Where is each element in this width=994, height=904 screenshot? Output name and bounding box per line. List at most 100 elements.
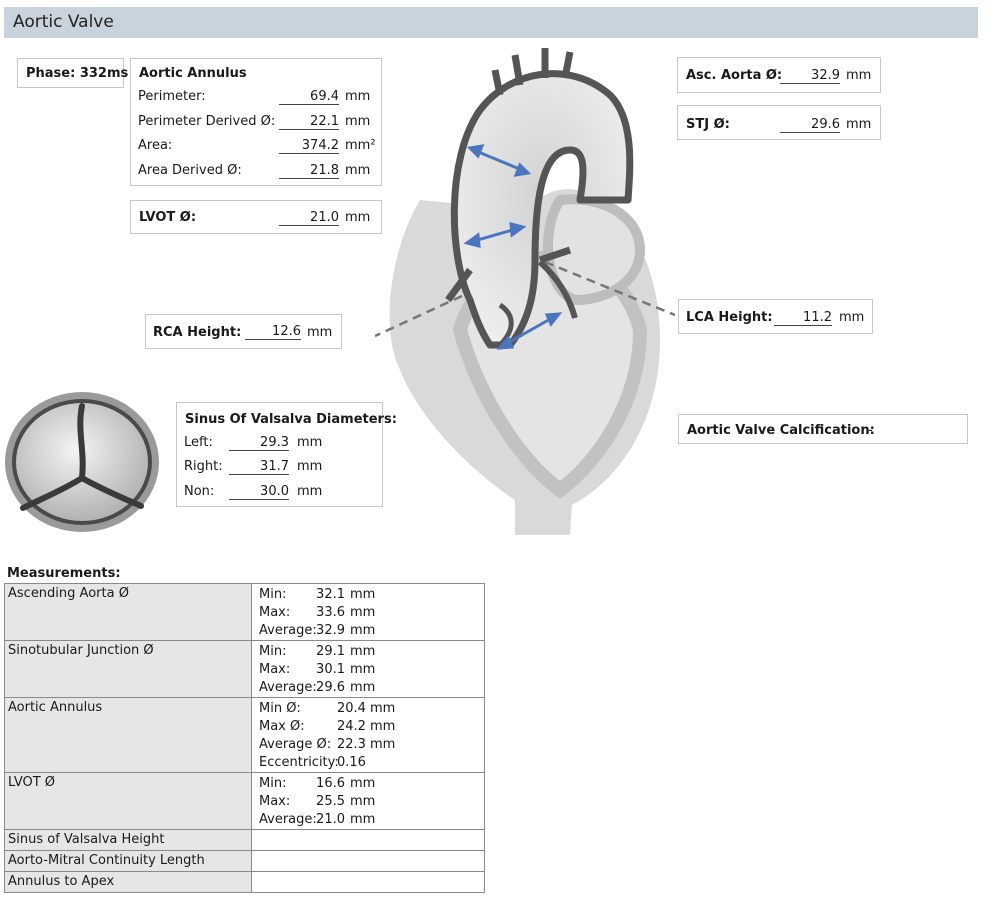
measurement-key: Average: — [259, 812, 317, 827]
measurement-unit: mm — [350, 812, 376, 827]
calcification-label: Aortic Valve Calcification: — [687, 423, 875, 438]
rca-height-label: RCA Height: — [153, 325, 242, 340]
measurement-unit: mm — [350, 623, 376, 638]
page-title: Aortic Valve — [13, 12, 114, 32]
measurement-key: Average Ø: — [259, 737, 332, 752]
area-derived-unit: mm — [345, 163, 371, 178]
lvot-label: LVOT Ø: — [139, 210, 197, 225]
measurement-number: 0.16 — [337, 755, 366, 770]
annulus-title: Aortic Annulus — [139, 66, 247, 81]
perimeter-value: 69.4 — [279, 89, 339, 105]
measurement-value-row: Max: 25.5 mm — [259, 793, 484, 811]
measurement-key: Max Ø: — [259, 719, 305, 734]
sinus-non-value: 30.0 — [229, 484, 289, 500]
page-header: Aortic Valve — [4, 7, 978, 38]
lvot-unit: mm — [345, 210, 371, 225]
measurement-value-row: Average Ø: 22.3 mm — [259, 736, 484, 754]
measurement-number: 29.1 — [316, 644, 345, 659]
sinus-non-label: Non: — [184, 484, 215, 499]
measurement-unit: mm — [350, 680, 376, 695]
measurement-number: 22.3 — [337, 737, 366, 752]
sinus-title: Sinus Of Valsalva Diameters: — [185, 412, 397, 427]
aortic-annulus-box: Aortic Annulus Perimeter: 69.4 mm Perime… — [130, 58, 382, 186]
measurement-unit: mm — [350, 794, 376, 809]
measurement-key: Max: — [259, 605, 291, 620]
perimeter-derived-value: 22.1 — [279, 114, 339, 130]
measurement-value-row: Max: 30.1 mm — [259, 661, 484, 679]
stj-label: STJ Ø: — [686, 117, 730, 132]
measurement-number: 24.2 — [337, 719, 366, 734]
sinus-left-value: 29.3 — [229, 435, 289, 451]
lca-height-label: LCA Height: — [686, 310, 773, 325]
calcification-box: Aortic Valve Calcification: - — [678, 414, 968, 444]
measurement-key: Min Ø: — [259, 701, 301, 716]
measurement-unit: mm — [370, 737, 396, 752]
measurement-number: 32.1 — [316, 587, 345, 602]
measurement-key: Max: — [259, 662, 291, 677]
rca-height-box: RCA Height: 12.6 mm — [145, 314, 342, 349]
measurement-key: Min: — [259, 776, 287, 791]
measurement-values — [251, 829, 485, 851]
measurement-name: Ascending Aorta Ø — [4, 583, 252, 641]
measurement-name: Annulus to Apex — [4, 871, 252, 893]
measurement-name: Aorto-Mitral Continuity Length — [4, 850, 252, 872]
stj-value: 29.6 — [780, 117, 840, 133]
measurement-number: 33.6 — [316, 605, 345, 620]
asc-aorta-unit: mm — [846, 68, 872, 83]
stj-box: STJ Ø: 29.6 mm — [677, 105, 881, 140]
sinus-right-value: 31.7 — [229, 459, 289, 475]
asc-aorta-label: Asc. Aorta Ø: — [686, 68, 783, 83]
perimeter-derived-label: Perimeter Derived Ø: — [138, 114, 276, 129]
area-unit: mm² — [345, 138, 376, 153]
sinus-left-unit: mm — [297, 435, 323, 450]
measurement-unit: mm — [370, 701, 396, 716]
area-derived-value: 21.8 — [279, 163, 339, 179]
measurement-name: LVOT Ø — [4, 772, 252, 830]
measurement-key: Eccentricity: — [259, 755, 339, 770]
lca-height-value: 11.2 — [774, 310, 832, 326]
measurement-unit: mm — [350, 662, 376, 677]
measurement-number: 20.4 — [337, 701, 366, 716]
perimeter-label: Perimeter: — [138, 89, 206, 104]
lca-height-unit: mm — [839, 310, 865, 325]
rca-height-value: 12.6 — [245, 324, 301, 340]
sinus-right-unit: mm — [297, 459, 323, 474]
perimeter-derived-unit: mm — [345, 114, 371, 129]
sinus-valsalva-box: Sinus Of Valsalva Diameters: Left: 29.3 … — [176, 402, 397, 507]
sinus-right-label: Right: — [184, 459, 223, 474]
area-label: Area: — [138, 138, 173, 153]
aortic-valve-icon — [5, 392, 159, 532]
measurement-number: 30.1 — [316, 662, 345, 677]
heart-illustration — [375, 48, 675, 535]
table-row: Aorto-Mitral Continuity Length — [4, 850, 485, 872]
measurement-key: Max: — [259, 794, 291, 809]
calcification-value: - — [868, 423, 873, 438]
measurement-name: Sinotubular Junction Ø — [4, 640, 252, 698]
measurement-unit: mm — [350, 605, 376, 620]
table-row: Annulus to Apex — [4, 871, 485, 893]
phase-label: Phase: 332ms — [26, 66, 129, 81]
measurement-value-row: Eccentricity:0.16 — [259, 754, 484, 772]
sinus-non-unit: mm — [297, 484, 323, 499]
lvot-value: 21.0 — [279, 210, 339, 226]
measurement-unit: mm — [350, 644, 376, 659]
measurements-title: Measurements: — [7, 566, 121, 581]
measurement-number: 25.5 — [316, 794, 345, 809]
sinus-left-label: Left: — [184, 435, 213, 450]
rca-height-unit: mm — [307, 325, 333, 340]
measurement-unit: mm — [350, 776, 376, 791]
measurement-number: 29.6 — [316, 680, 345, 695]
